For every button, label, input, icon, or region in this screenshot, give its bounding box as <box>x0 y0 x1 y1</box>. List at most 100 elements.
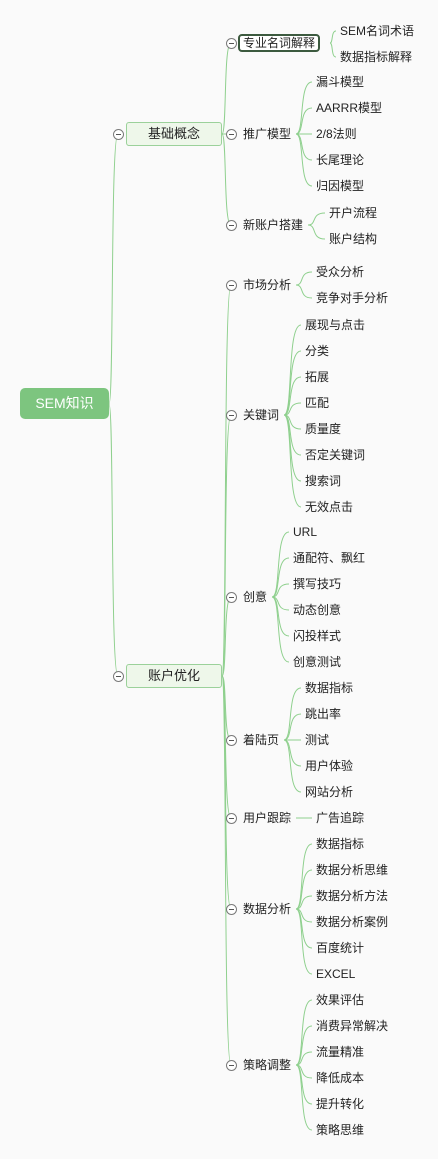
collapse-toggle[interactable] <box>225 734 237 746</box>
leaf-topic[interactable]: 2/8法则 <box>316 127 357 141</box>
leaf-topic[interactable]: 分类 <box>305 344 330 358</box>
leaf-topic[interactable]: 数据指标解释 <box>340 50 413 64</box>
leaf-topic[interactable]: 降低成本 <box>316 1071 365 1085</box>
leaf-line <box>329 30 337 44</box>
leaf-topic[interactable]: AARRR模型 <box>316 101 383 115</box>
leaf-topic[interactable]: 用户体验 <box>305 759 354 773</box>
topic-account-optimization[interactable]: 账户优化 <box>126 664 222 688</box>
root-topic[interactable]: SEM知识 <box>20 388 109 419</box>
leaf-topic[interactable]: 数据分析方法 <box>316 889 389 903</box>
subtopic-keywords[interactable]: 关键词 <box>243 408 280 422</box>
leaf-topic[interactable]: 拓展 <box>305 370 330 384</box>
leaf-topic[interactable]: 提升转化 <box>316 1097 365 1111</box>
leaf-topic[interactable]: 撰写技巧 <box>293 577 342 591</box>
leaf-topic[interactable]: 创意测试 <box>293 655 342 669</box>
leaf-topic[interactable]: 开户流程 <box>329 206 378 220</box>
leaf-topic[interactable]: 跳出率 <box>305 707 342 721</box>
leaf-topic[interactable]: SEM名词术语 <box>340 24 415 38</box>
leaf-line <box>295 869 313 910</box>
leaf-line <box>295 908 313 975</box>
leaf-line <box>283 376 302 416</box>
leaf-topic[interactable]: 广告追踪 <box>316 811 365 825</box>
leaf-line <box>295 1025 313 1066</box>
leaf-line <box>271 557 290 598</box>
leaf-topic[interactable]: 展现与点击 <box>305 318 366 332</box>
subtopic-new-account-setup[interactable]: 新账户搭建 <box>243 218 304 232</box>
leaf-topic[interactable]: 流量精准 <box>316 1045 365 1059</box>
leaf-line <box>295 1064 313 1105</box>
subtopic-creative[interactable]: 创意 <box>243 590 268 604</box>
subtopic-promotion-models[interactable]: 推广模型 <box>243 127 292 141</box>
root-branch-line <box>108 133 119 405</box>
leaf-topic[interactable]: 策略思维 <box>316 1123 365 1137</box>
leaf-line <box>295 271 313 286</box>
subtopic-user-tracking[interactable]: 用户跟踪 <box>243 811 292 825</box>
collapse-toggle[interactable] <box>225 903 237 915</box>
leaf-line <box>283 713 302 741</box>
branch-line <box>221 414 232 677</box>
leaf-line <box>283 414 302 508</box>
leaf-line <box>295 1051 313 1066</box>
leaf-topic[interactable]: 数据指标 <box>316 837 365 851</box>
branch-line <box>221 675 232 1066</box>
leaf-topic[interactable]: 动态创意 <box>293 603 342 617</box>
leaf-topic[interactable]: 无效点击 <box>305 500 354 514</box>
subtopic-market-analysis[interactable]: 市场分析 <box>243 278 292 292</box>
leaf-line <box>283 324 302 416</box>
leaf-line <box>283 414 302 456</box>
leaf-topic[interactable]: 账户结构 <box>329 232 378 246</box>
collapse-toggle[interactable] <box>225 591 237 603</box>
leaf-line <box>307 212 326 226</box>
leaf-topic[interactable]: 数据分析案例 <box>316 915 389 929</box>
leaf-line <box>271 596 290 637</box>
leaf-line <box>295 284 313 299</box>
leaf-topic[interactable]: 竞争对手分析 <box>316 291 389 305</box>
leaf-topic[interactable]: EXCEL <box>316 967 356 981</box>
collapse-toggle[interactable] <box>225 279 237 291</box>
leaf-line <box>295 133 313 161</box>
leaf-topic[interactable]: 闪投样式 <box>293 629 342 643</box>
leaf-topic[interactable]: URL <box>293 525 318 539</box>
leaf-line <box>283 739 302 793</box>
subtopic-landing-page[interactable]: 着陆页 <box>243 733 280 747</box>
leaf-line <box>295 81 313 135</box>
collapse-toggle[interactable] <box>225 219 237 231</box>
collapse-toggle[interactable] <box>225 812 237 824</box>
leaf-topic[interactable]: 网站分析 <box>305 785 354 799</box>
leaf-topic[interactable]: 漏斗模型 <box>316 75 365 89</box>
leaf-line <box>271 596 290 663</box>
leaf-topic[interactable]: 长尾理论 <box>316 153 365 167</box>
leaf-topic[interactable]: 数据分析思维 <box>316 863 389 877</box>
leaf-topic[interactable]: 否定关键词 <box>305 448 366 462</box>
root-branch-line <box>108 403 119 677</box>
leaf-topic[interactable]: 质量度 <box>305 422 342 436</box>
collapse-toggle[interactable] <box>225 409 237 421</box>
collapse-toggle[interactable] <box>225 128 237 140</box>
leaf-line <box>295 895 313 910</box>
leaf-line <box>307 224 326 240</box>
leaf-topic[interactable]: 受众分析 <box>316 265 365 279</box>
leaf-topic[interactable]: 通配符、飘红 <box>293 551 366 565</box>
leaf-topic[interactable]: 效果评估 <box>316 993 365 1007</box>
leaf-line <box>283 739 302 767</box>
leaf-topic[interactable]: 消费异常解决 <box>316 1019 389 1033</box>
leaf-line <box>295 1064 313 1131</box>
subtopic-terminology[interactable]: 专业名词解释 <box>238 34 321 52</box>
leaf-topic[interactable]: 归因模型 <box>316 179 365 193</box>
collapse-toggle[interactable] <box>225 1059 237 1071</box>
subtopic-strategy-adjustment[interactable]: 策略调整 <box>243 1058 292 1072</box>
leaf-topic[interactable]: 百度统计 <box>316 941 365 955</box>
leaf-line <box>329 42 337 58</box>
leaf-topic[interactable]: 匹配 <box>305 396 330 410</box>
leaf-topic[interactable]: 数据指标 <box>305 681 354 695</box>
leaf-topic[interactable]: 测试 <box>305 733 330 747</box>
collapse-toggle[interactable] <box>112 670 124 682</box>
topic-basic-concepts[interactable]: 基础概念 <box>126 122 222 146</box>
collapse-toggle[interactable] <box>225 37 237 49</box>
leaf-topic[interactable]: 搜索词 <box>305 474 342 488</box>
leaf-line <box>283 687 302 741</box>
collapse-toggle[interactable] <box>112 128 124 140</box>
branch-line <box>221 42 232 135</box>
subtopic-data-analysis[interactable]: 数据分析 <box>243 902 292 916</box>
